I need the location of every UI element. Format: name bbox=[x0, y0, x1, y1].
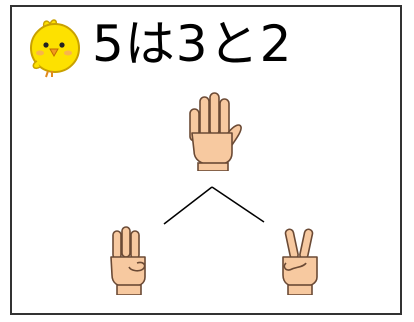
hand-two-fingers-peace-icon bbox=[278, 225, 322, 295]
page-title: 5は3と2 bbox=[92, 14, 292, 74]
open-hand-five-fingers-icon bbox=[184, 91, 244, 171]
hand-three-fingers-icon bbox=[107, 225, 151, 295]
chick-icon bbox=[22, 13, 88, 79]
